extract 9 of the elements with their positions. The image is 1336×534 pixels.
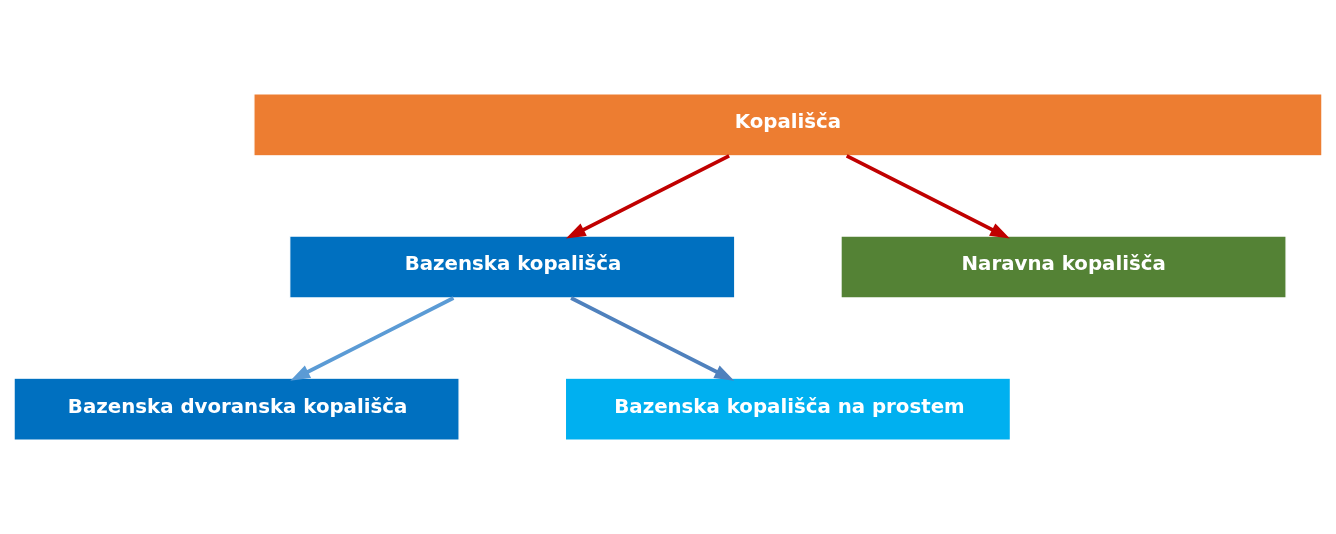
node-box: Naravna kopališča (840, 235, 1287, 299)
arrow (570, 296, 735, 381)
node-box: Kopališča (253, 93, 1323, 157)
arrow (290, 296, 455, 381)
node-box: Bazenska kopališča (289, 235, 736, 299)
arrow (845, 154, 1010, 239)
arrow (565, 154, 730, 239)
node-box: Bazenska dvoranska kopališča (13, 377, 460, 441)
node-box: Bazenska kopališča na prostem (564, 377, 1011, 441)
